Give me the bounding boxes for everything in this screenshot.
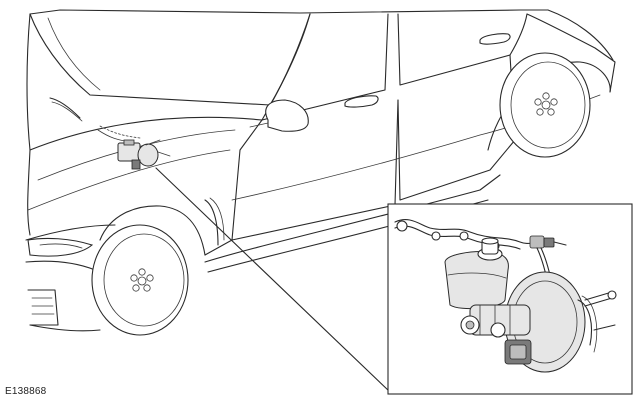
car-body (25, 9, 616, 332)
booster-location-marker (97, 125, 171, 170)
leader-line (155, 167, 391, 393)
rear-wheel (499, 52, 591, 158)
front-wheel (91, 224, 189, 336)
rear-wheel-hub-icon (534, 92, 558, 116)
brake-booster-detail (394, 219, 617, 373)
figure-id-label: E138868 (5, 386, 47, 397)
front-wheel-hub-icon (130, 268, 154, 292)
